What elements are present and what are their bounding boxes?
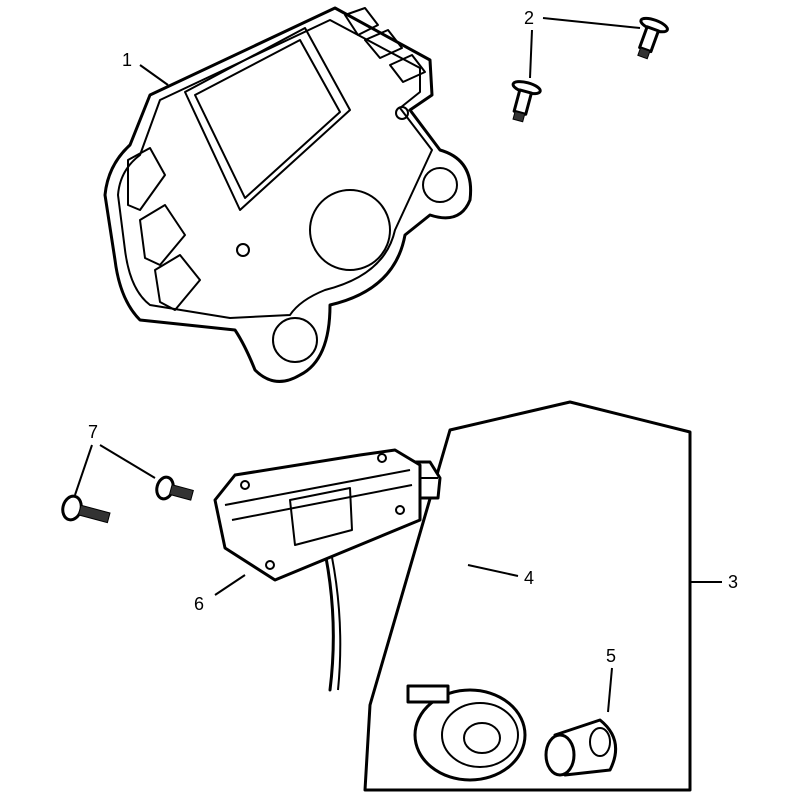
leader-line-5 [607,667,613,713]
leader-line-4 [467,564,519,577]
leader-line-7a [99,444,156,479]
part-5-socket-cap [544,718,618,777]
callout-6: 6 [194,594,204,614]
callout-4: 4 [524,568,534,588]
part-1-meter-housing [103,6,473,383]
part-7-bolts [61,475,194,524]
part-6-bracket [213,448,422,582]
leader-line-2b [529,29,533,79]
leader-line-1 [139,64,169,86]
leader-line-7b [74,444,93,496]
callout-3: 3 [728,572,738,592]
part-2-bulbs [511,16,669,123]
callout-2: 2 [524,8,534,28]
callout-5: 5 [606,646,616,666]
callout-1: 1 [122,50,132,70]
leader-line-2a [542,17,641,29]
callout-7: 7 [88,422,98,442]
leader-line-6 [214,574,246,596]
part-3-assembly-outline [363,400,692,792]
